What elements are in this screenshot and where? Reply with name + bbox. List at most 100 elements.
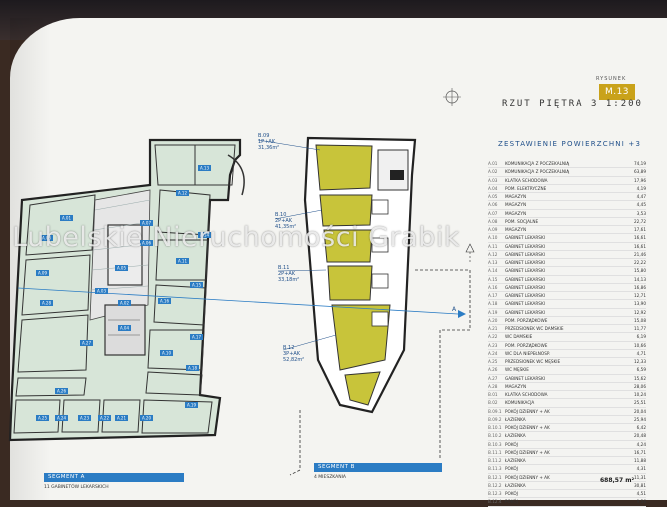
room-tag: A.12 — [176, 190, 189, 196]
summary-value: 6,19 — [636, 334, 646, 340]
svg-text:A.06: A.06 — [142, 241, 151, 246]
svg-text:A.19: A.19 — [187, 403, 196, 408]
summary-value: 21,46 — [634, 251, 646, 257]
svg-text:A.04: A.04 — [120, 326, 129, 331]
summary-name: PRZEDSIONEK WC MĘSKIE — [505, 359, 561, 364]
summary-code: A.09 — [488, 227, 498, 232]
unit-id: B.11 — [278, 265, 290, 271]
summary-name: PRZEDSIONEK WC DAMSKIE — [505, 326, 564, 331]
summary-value: 15,62 — [634, 375, 646, 381]
summary-value: 10,24 — [634, 392, 646, 397]
segment-a-desc: 11 GABINETÓW LEKARSKICH — [44, 485, 109, 490]
summary-code: A.12 — [488, 251, 498, 257]
summary-code: A.17 — [488, 293, 498, 298]
room-tag: A.20 — [140, 415, 153, 421]
drawing-code-badge: M.13 — [599, 84, 635, 100]
svg-text:A.03: A.03 — [97, 289, 106, 294]
unit-rooms: 3P+AK — [283, 351, 301, 357]
summary-name: POM. SOCJALNE — [505, 218, 539, 224]
summary-value: 4,71 — [636, 350, 646, 356]
summary-code: B.10.1 — [488, 425, 502, 430]
unit-area: 31,36m² — [258, 145, 280, 151]
summary-name: WC DAMSKIE — [505, 334, 533, 340]
summary-code: A.06 — [488, 202, 498, 208]
summary-name: ŁAZIENKA — [505, 482, 526, 488]
summary-name: POKÓJ — [505, 441, 518, 447]
summary-code: A.24 — [488, 350, 498, 356]
summary-value: 4,51 — [636, 491, 646, 496]
summary-name: POKÓJ — [505, 491, 518, 496]
summary-code: B.01 — [488, 392, 498, 397]
summary-value: 4,19 — [636, 185, 646, 191]
section-line — [17, 243, 475, 318]
room-tags: A.13A.12A.14A.11A.15A.16A.17A.10A.18A.19… — [36, 165, 211, 421]
room-tag: A.25 — [36, 415, 49, 421]
svg-text:A.17: A.17 — [192, 335, 201, 340]
svg-text:A.11: A.11 — [178, 259, 187, 264]
svg-text:A.18: A.18 — [188, 366, 197, 371]
summary-value: 16,86 — [634, 284, 646, 290]
summary-name: MAGAZYN — [505, 383, 527, 389]
page-title: RZUT PIĘTRA 3 1:200 — [502, 99, 643, 109]
svg-text:A.24: A.24 — [57, 416, 66, 421]
svg-text:A.07: A.07 — [142, 221, 151, 226]
room-tag: A.10 — [160, 350, 173, 356]
summary-row: A.08 POM. SOCJALNE 22,72 — [488, 218, 646, 226]
summary-name: POKÓJ — [505, 499, 518, 505]
svg-text:A.28: A.28 — [42, 301, 51, 306]
svg-text:A.15: A.15 — [192, 283, 201, 288]
summary-name: ŁAZIENKA — [505, 433, 526, 439]
summary-code: A.08 — [488, 218, 498, 224]
svg-text:A.02: A.02 — [120, 301, 129, 306]
svg-text:A.22: A.22 — [100, 416, 109, 421]
summary-name: GABINET LEKARSKI — [505, 243, 545, 249]
summary-value: 16,61 — [634, 235, 646, 241]
room-tag: A.16 — [158, 298, 171, 304]
summary-name: POM. PORZĄDKOWE — [505, 342, 548, 348]
summary-name: KOMUNIKACJA Z POCZEKALNIĄ — [505, 161, 570, 166]
summary-code: A.25 — [488, 359, 498, 364]
segment-b-plan — [289, 136, 471, 476]
room-tag: A.24 — [55, 415, 68, 421]
summary-code: A.15 — [488, 276, 498, 282]
summary-code: B.12.2 — [488, 482, 502, 488]
room-tag: A.17 — [190, 334, 203, 340]
watermark: Lubelskie Nieruchomości Grabik — [12, 222, 460, 253]
summary-total: 688,57 m² — [600, 477, 635, 484]
room-tag: A.19 — [185, 402, 198, 408]
room-tag: A.27 — [80, 340, 93, 346]
summary-value: 22,72 — [634, 218, 646, 224]
summary-code: A.22 — [488, 334, 498, 340]
room-tag: A.04 — [118, 325, 131, 331]
summary-code: A.23 — [488, 342, 498, 348]
summary-name: MAGAZYN — [505, 227, 527, 232]
summary-code: B.10.3 — [488, 441, 502, 447]
summary-value: 12,33 — [634, 359, 646, 364]
room-tag: A.14 — [198, 232, 211, 238]
summary-code: B.11.1 — [488, 449, 502, 455]
svg-text:A.05: A.05 — [117, 266, 126, 271]
summary-value: 20,04 — [634, 408, 646, 414]
summary-name: POKÓJ — [505, 466, 518, 472]
summary-code: B.09.1 — [488, 408, 502, 414]
summary-name: POKÓJ DZIENNY + AK — [505, 474, 550, 480]
summary-code: A.20 — [488, 317, 498, 323]
unit-label-b10: B.10 2P+AK 41,35m² — [275, 212, 296, 230]
room-tag: A.08 — [40, 235, 53, 241]
unit-label-b09: B.09 1P+AK 31,36m² — [258, 133, 279, 151]
summary-value: 12,92 — [634, 309, 646, 315]
